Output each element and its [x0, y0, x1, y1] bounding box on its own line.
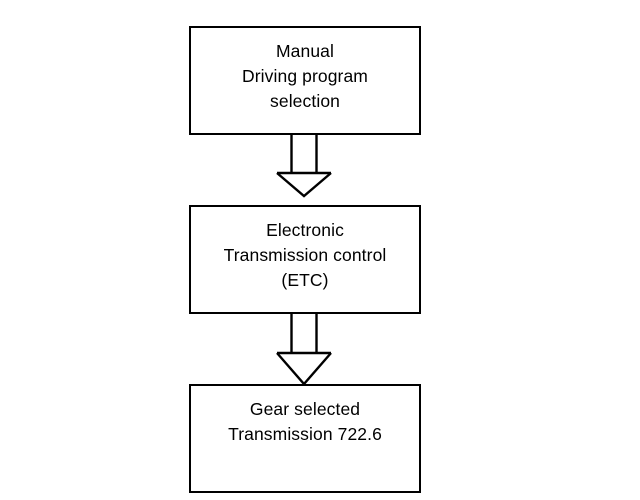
flow-node-manual-selection[interactable]: Manual Driving program selection	[189, 26, 421, 135]
flow-node-label-line: Gear selected	[249, 399, 361, 419]
flow-node-label-line: selection	[270, 91, 340, 111]
flow-connector-manual-to-etc-arrow-icon	[275, 133, 333, 198]
flow-node-label-line: (ETC)	[281, 270, 329, 290]
flow-connector-etc-to-gear-arrow-icon	[275, 312, 333, 386]
flow-node-etc[interactable]: Electronic Transmission control (ETC)	[189, 205, 421, 314]
flow-node-label-line: Driving program	[242, 66, 368, 86]
flow-node-label-line: Manual	[276, 41, 334, 61]
flow-node-label-line: Transmission control	[223, 245, 387, 265]
flow-node-gear-selected[interactable]: Gear selected Transmission 722.6	[189, 384, 421, 493]
flow-node-label-line: Transmission 722.6	[228, 424, 382, 444]
flow-node-label-line: Electronic	[266, 220, 344, 240]
